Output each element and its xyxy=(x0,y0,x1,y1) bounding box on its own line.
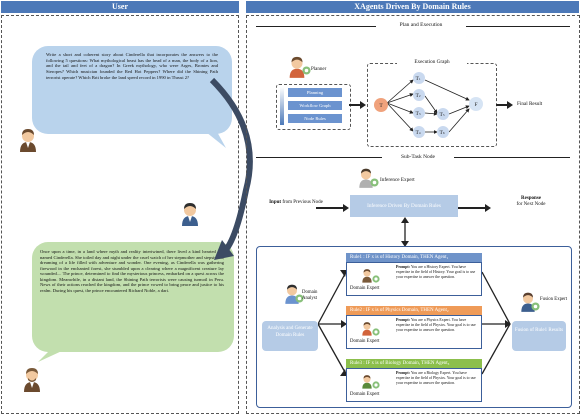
svg-text:T2: T2 xyxy=(415,93,420,99)
person-icon xyxy=(521,292,535,312)
task-stack xyxy=(276,84,351,130)
person-icon xyxy=(20,129,36,152)
svg-text:T4: T4 xyxy=(415,130,420,136)
person-icon xyxy=(182,203,198,226)
fusion-box: Fusion of Rule1 Results xyxy=(512,321,566,351)
execution-graph-title: Execution Graph xyxy=(397,58,467,67)
xagents-header: XAgents Driven By Domain Rules xyxy=(246,1,579,13)
arrow-to-final xyxy=(496,101,513,109)
person-icon xyxy=(24,368,40,392)
inference-center-box: Inference Driven By Domain Rules xyxy=(350,195,458,217)
inference-expert-label: Inference Expert xyxy=(380,177,415,183)
task-planning: Planning xyxy=(288,88,342,97)
rule-card-history: Rule1 : IF x is of History Domain, THEN … xyxy=(346,253,482,297)
final-result-label: Final Result xyxy=(517,101,543,107)
task-node-rules: Node Rules xyxy=(288,114,342,123)
user-header: User xyxy=(1,1,239,13)
domain-expert-label: Domain Expert xyxy=(350,392,380,397)
plan-section-title: Plan and Execution xyxy=(376,20,466,30)
expert-badge-icon xyxy=(531,302,540,311)
planner-label: Planner xyxy=(311,67,327,72)
svg-text:T6: T6 xyxy=(439,130,444,136)
person-icon xyxy=(362,269,372,283)
arrows-rules-to-fusion xyxy=(482,271,511,375)
task-workflow-graph: Workflow Graph xyxy=(288,101,342,110)
response-label: Response for Next Node xyxy=(516,196,546,207)
rule-prompt: Prompt: You are a Physics Expert. You ha… xyxy=(396,318,476,332)
arrow-response xyxy=(458,204,491,212)
domain-expert-label: Domain Expert xyxy=(350,286,380,291)
arrow-to-graph xyxy=(349,101,366,109)
person-icon xyxy=(359,168,373,188)
rule-body xyxy=(346,315,482,349)
flow-arrow xyxy=(209,77,253,260)
expert-badge-icon xyxy=(370,178,379,187)
domain-expert-label: Domain Expert xyxy=(350,339,380,344)
expert-badge-icon xyxy=(372,381,380,389)
task-progress-bar xyxy=(280,87,284,125)
fusion-expert-label: Fusion Expert xyxy=(540,297,568,302)
expert-badge-icon xyxy=(372,328,380,336)
person-icon xyxy=(362,322,372,336)
arrow-to-rules xyxy=(401,217,409,247)
graph-node-2 xyxy=(413,89,425,101)
question-bubble xyxy=(32,46,232,148)
graph-node-6 xyxy=(437,126,449,138)
rule-card-physics: Rule2 : IF x is of Physics Domain, THEN … xyxy=(346,306,482,350)
question-text: Write a short and coherent story about C… xyxy=(46,52,218,80)
answer-text: Once upon a time, in a land where myth a… xyxy=(40,249,224,293)
person-icon xyxy=(285,284,299,304)
svg-text:T3: T3 xyxy=(415,111,420,117)
svg-text:T1: T1 xyxy=(415,76,420,82)
graph-node-final xyxy=(469,97,483,111)
arrows-analyst-to-rules xyxy=(318,270,347,376)
rule-title: Rule3 : IF x is of Biology Domain, THEN … xyxy=(346,359,482,368)
graph-node-5 xyxy=(437,108,449,120)
expert-badge-icon xyxy=(302,66,311,75)
expert-badge-icon xyxy=(372,275,380,283)
analyst-box: Analysis and Generate Domain Rules xyxy=(262,321,318,351)
rule-title: Rule2 : IF x is of Physics Domain, THEN … xyxy=(346,306,482,315)
graph-node-4 xyxy=(413,126,425,138)
rule-prompt: Prompt: You are a Biology Expert. You ha… xyxy=(396,371,476,385)
arrow-input xyxy=(316,204,349,212)
execution-graph: T T1 T2 T3 T4 T5 T6 F xyxy=(374,72,483,138)
rule-title: Rule1 : IF x is of History Domain, THEN … xyxy=(346,253,482,262)
graph-node-3 xyxy=(413,107,425,119)
answer-bubble xyxy=(32,242,234,362)
person-icon xyxy=(362,375,372,389)
expert-badge-icon xyxy=(295,294,304,303)
input-label: Input from Previous Node xyxy=(269,200,323,205)
graph-node-start-label: T xyxy=(379,103,383,109)
domain-analyst-label: Domain Analyst xyxy=(302,290,318,301)
svg-text:T5: T5 xyxy=(439,112,444,118)
graph-node-1 xyxy=(413,72,425,84)
subtask-section-title: Sub-Task Node xyxy=(382,152,454,162)
rule-card-biology: Rule3 : IF x is of Biology Domain, THEN … xyxy=(346,359,482,403)
graph-node-start xyxy=(374,98,388,112)
rule-prompt: Prompt: You are a History Expert. You ha… xyxy=(396,265,476,279)
graph-node-final-label: F xyxy=(474,102,477,108)
rules-block xyxy=(256,246,572,408)
person-icon xyxy=(289,56,305,78)
